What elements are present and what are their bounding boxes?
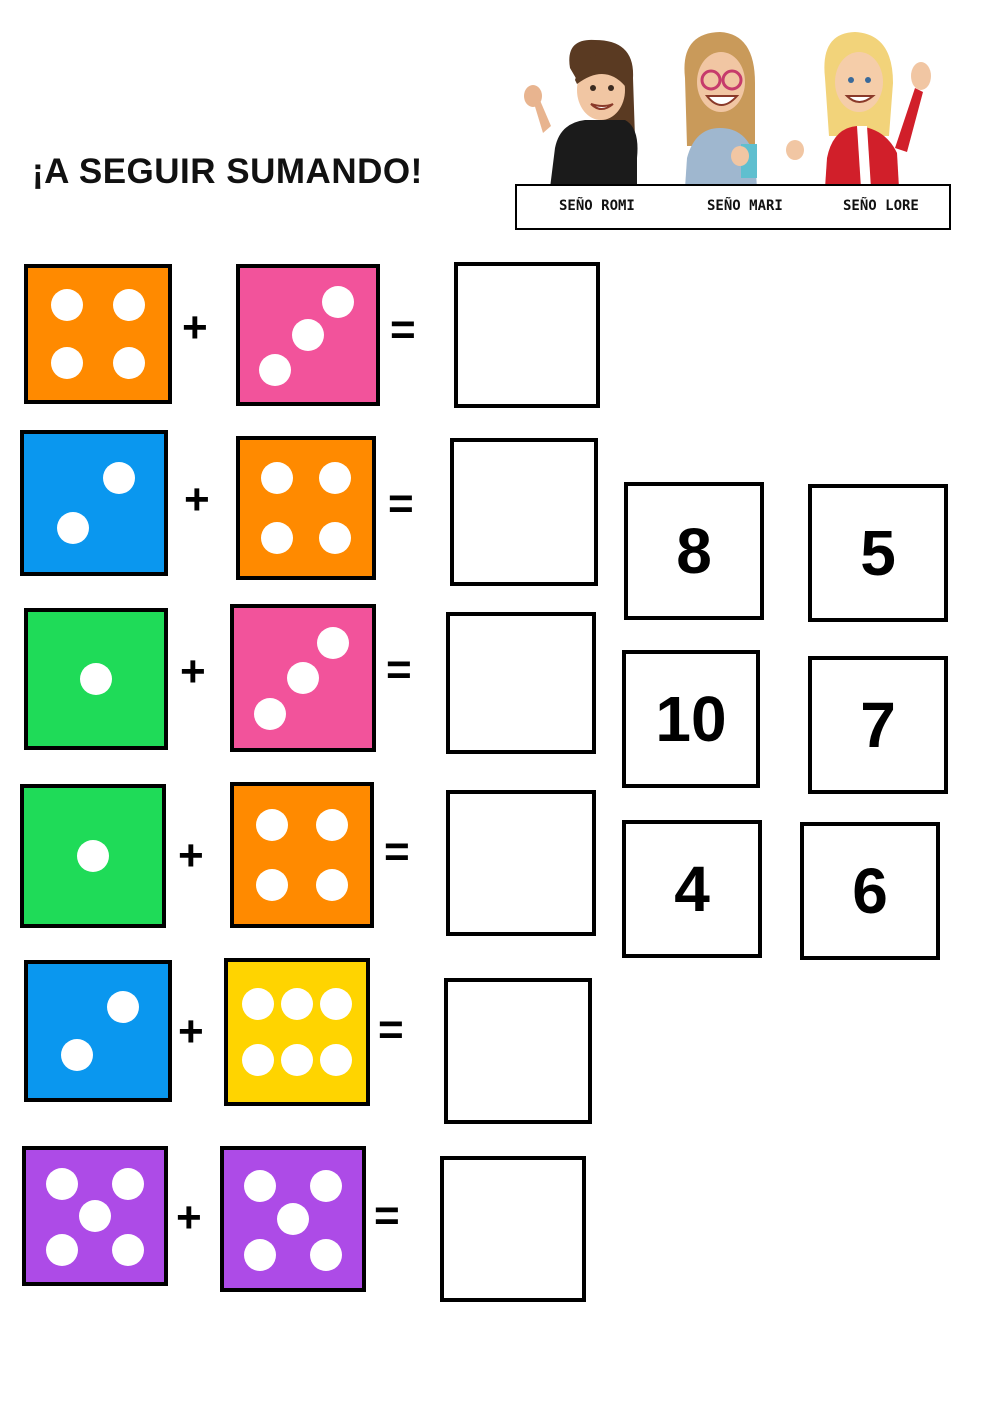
plus-sign: + [184,475,210,524]
answer-drop-box[interactable] [446,612,596,754]
die-pip [57,511,89,544]
die-pip [45,1168,78,1201]
die-pip [79,1200,111,1232]
answer-choice-tile[interactable]: 4 [622,820,762,958]
die-pip [281,988,313,1020]
teachers-banner: SEÑO ROMI SEÑO MARI SEÑO LORE [515,28,951,230]
die-pip [281,1044,313,1076]
teacher-name-lore: SEÑO LORE [843,198,919,214]
die-pip [253,698,286,731]
die-pip [112,347,145,380]
answer-drop-box[interactable] [454,262,600,408]
die-pip [317,627,350,659]
teacher-avatars-image [524,32,931,188]
die-pip [260,521,293,554]
die-pip [80,663,112,695]
die-left-2 [20,430,168,576]
die-pip [310,1238,343,1271]
die-pip [112,1168,145,1201]
equals-sign: = [384,827,410,876]
die-pip [292,319,324,351]
die-pip [319,462,352,495]
equals-sign: = [378,1005,404,1054]
die-pip [61,1039,93,1072]
die-right-4 [230,782,374,928]
die-left-5 [22,1146,168,1286]
die-pip [112,288,145,321]
die-pip [260,462,293,495]
die-right-3 [230,604,376,752]
die-right-3 [236,264,380,406]
die-pip [315,869,348,902]
teacher-name-romi: SEÑO ROMI [559,198,635,214]
die-left-1 [24,608,168,750]
answer-drop-box[interactable] [450,438,598,586]
die-pip [242,988,275,1020]
teacher-name-mari: SEÑO MARI [707,198,783,214]
plus-sign: + [180,647,206,696]
equals-sign: = [390,305,416,354]
die-pip [112,1234,145,1267]
answer-choice-tile[interactable]: 8 [624,482,764,620]
die-pip [77,840,109,872]
die-right-4 [236,436,376,580]
die-pip [256,869,289,902]
die-pip [315,808,348,841]
answer-choice-tile[interactable]: 7 [808,656,948,794]
teacher-nameplate: SEÑO ROMI SEÑO MARI SEÑO LORE [515,184,951,230]
plus-sign: + [178,1007,204,1056]
answer-drop-box[interactable] [440,1156,586,1302]
answer-choice-tile[interactable]: 5 [808,484,948,622]
plus-sign: + [178,831,204,880]
die-pip [107,990,140,1023]
die-pip [51,288,84,321]
die-right-5 [220,1146,366,1292]
answer-drop-box[interactable] [444,978,592,1124]
die-pip [243,1238,276,1271]
answer-drop-box[interactable] [446,790,596,936]
die-left-1 [20,784,166,928]
plus-sign: + [182,303,208,352]
equals-sign: = [386,645,412,694]
die-left-4 [24,264,172,404]
die-pip [256,808,289,841]
die-pip [51,347,84,380]
die-pip [319,988,352,1020]
equals-sign: = [388,479,414,528]
worksheet-title: ¡A SEGUIR SUMANDO! [32,152,423,191]
answer-choice-tile[interactable]: 6 [800,822,940,960]
die-right-6 [224,958,370,1106]
die-left-2 [24,960,172,1102]
die-pip [103,462,136,495]
plus-sign: + [176,1193,202,1242]
die-pip [277,1203,309,1235]
die-pip [259,353,292,386]
die-pip [310,1169,343,1202]
die-pip [45,1234,78,1267]
die-pip [319,1044,352,1076]
die-pip [242,1044,275,1076]
equals-sign: = [374,1191,400,1240]
die-pip [287,662,319,694]
die-pip [321,285,354,318]
answer-choice-tile[interactable]: 10 [622,650,760,788]
die-pip [243,1169,276,1202]
die-pip [319,521,352,554]
